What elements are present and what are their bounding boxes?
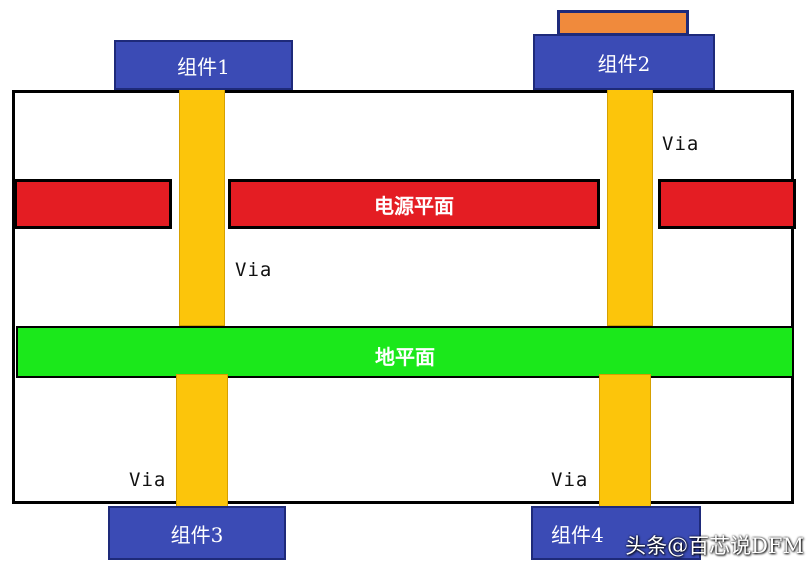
ground-plane-label: 地平面	[375, 345, 435, 369]
ground-plane	[16, 326, 794, 378]
power-plane-label: 电源平面	[374, 194, 454, 218]
power-plane-right-segment	[658, 179, 796, 229]
via-component-2	[607, 86, 653, 326]
power-plane-center-segment	[228, 179, 600, 229]
via-label-1: Via	[235, 259, 273, 281]
component-1: 组件1	[114, 40, 293, 90]
watermark-text: 头条@百芯说DFM	[625, 534, 804, 558]
component-2: 组件2	[533, 34, 715, 90]
via-label-4: Via	[551, 469, 589, 491]
component-3: 组件3	[108, 506, 286, 560]
via-component-3	[176, 374, 228, 508]
via-component-4	[599, 374, 651, 508]
power-plane-left-segment	[14, 179, 172, 229]
component-2-cap	[557, 10, 689, 36]
via-component-1	[179, 86, 225, 326]
component-4: 组件4	[531, 506, 701, 560]
via-label-3: Via	[129, 469, 167, 491]
pcb-board	[12, 90, 794, 504]
via-label-2: Via	[662, 133, 700, 155]
